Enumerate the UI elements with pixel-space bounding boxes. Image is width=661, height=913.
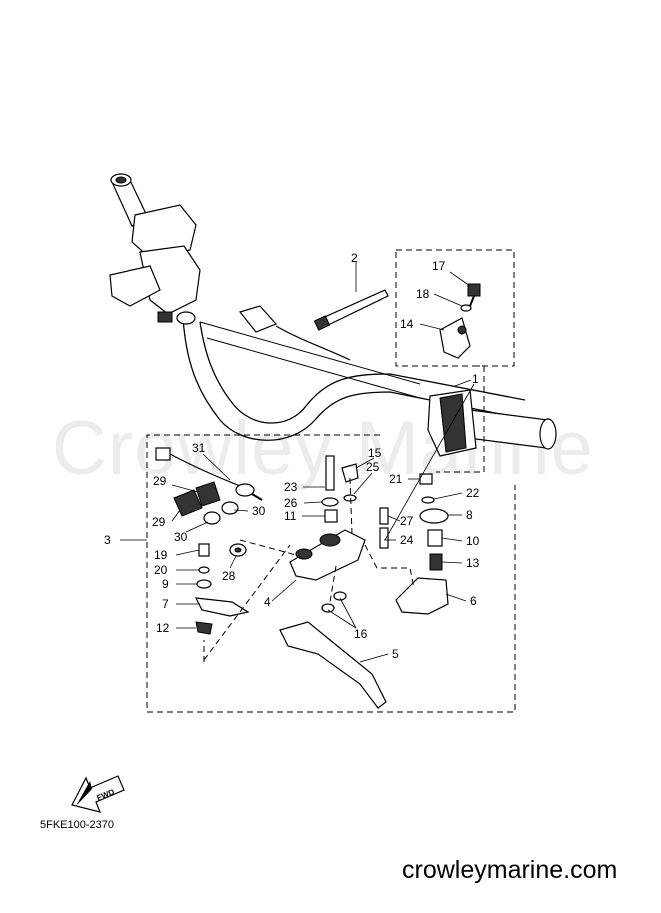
bolt-29-lower [173, 489, 203, 517]
cover-8 [419, 508, 449, 524]
lever-holder-4 [289, 529, 366, 581]
pin-27 [379, 507, 389, 525]
callout-19: 19 [154, 548, 168, 562]
handlebar-tube [182, 317, 526, 441]
callout-26: 26 [284, 496, 298, 510]
callout-20: 20 [154, 563, 168, 577]
adjuster-7 [194, 597, 250, 617]
callout-14: 14 [400, 317, 414, 331]
callout-27: 27 [400, 514, 414, 528]
callout-labels: 1 2 3 4 5 6 7 8 9 10 11 12 13 14 15 16 1… [104, 251, 480, 661]
cable-tie [313, 289, 389, 331]
callout-22: 22 [466, 486, 480, 500]
callout-29-upper: 29 [153, 474, 167, 488]
washer-25 [343, 494, 357, 502]
callout-25: 25 [366, 460, 380, 474]
callout-8: 8 [466, 508, 473, 522]
callout-5: 5 [392, 647, 399, 661]
callout-30-right: 30 [252, 504, 266, 518]
callout-16: 16 [354, 627, 368, 641]
callout-2: 2 [351, 251, 358, 265]
bolt-29-upper [195, 481, 221, 507]
washer-9 [196, 579, 212, 589]
washer-20 [198, 566, 210, 574]
wire-31 [155, 447, 263, 501]
callout-3: 3 [104, 533, 111, 547]
callout-6: 6 [470, 594, 477, 608]
washer-26 [321, 497, 339, 507]
callout-24: 24 [400, 533, 414, 547]
callout-23: 23 [284, 480, 298, 494]
left-lever-housing [109, 204, 201, 325]
screw-21 [419, 473, 433, 485]
nut-28 [229, 543, 247, 557]
bolt-23 [325, 455, 335, 491]
throttle-bracket [439, 317, 471, 359]
diagram-code: 5FKE100-2370 [40, 819, 114, 831]
callout-10: 10 [466, 534, 480, 548]
nut-16-a [321, 603, 335, 613]
callout-28: 28 [222, 569, 236, 583]
nut-30-left [203, 511, 221, 525]
dashed-box-lever-assembly [146, 434, 516, 713]
nut-16-b [333, 591, 347, 601]
washer-18 [460, 304, 472, 312]
callout-18: 18 [416, 287, 430, 301]
leader-lines [120, 262, 475, 663]
site-url: crowleymarine.com [402, 856, 618, 884]
callout-12: 12 [156, 621, 170, 635]
spring-12 [195, 621, 213, 635]
callout-30-left: 30 [174, 530, 188, 544]
callout-1: 1 [472, 372, 479, 386]
lever-5 [279, 621, 387, 709]
collar-11 [324, 509, 338, 523]
callout-4: 4 [264, 595, 271, 609]
wire-connector [238, 305, 351, 361]
callout-13: 13 [466, 556, 480, 570]
fwd-arrow-icon: FWD [71, 775, 125, 813]
right-grip [427, 389, 557, 457]
cap-10 [427, 529, 443, 547]
callout-7: 7 [162, 597, 169, 611]
bolt-15 [341, 463, 359, 483]
screw-17 [467, 283, 481, 307]
callout-9: 9 [162, 577, 169, 591]
switch-6 [395, 577, 449, 615]
callout-11: 11 [284, 509, 297, 523]
callout-29-lower: 29 [152, 515, 166, 529]
callout-15: 15 [368, 446, 382, 460]
callout-31: 31 [192, 441, 206, 455]
nut-30-right [221, 501, 239, 515]
callout-17: 17 [432, 259, 446, 273]
screw-19 [198, 543, 210, 557]
pin-24 [379, 527, 389, 549]
washer-22 [421, 496, 435, 504]
dashed-box-throttle [395, 249, 515, 473]
spring-13 [429, 553, 443, 571]
callout-21: 21 [389, 472, 403, 486]
